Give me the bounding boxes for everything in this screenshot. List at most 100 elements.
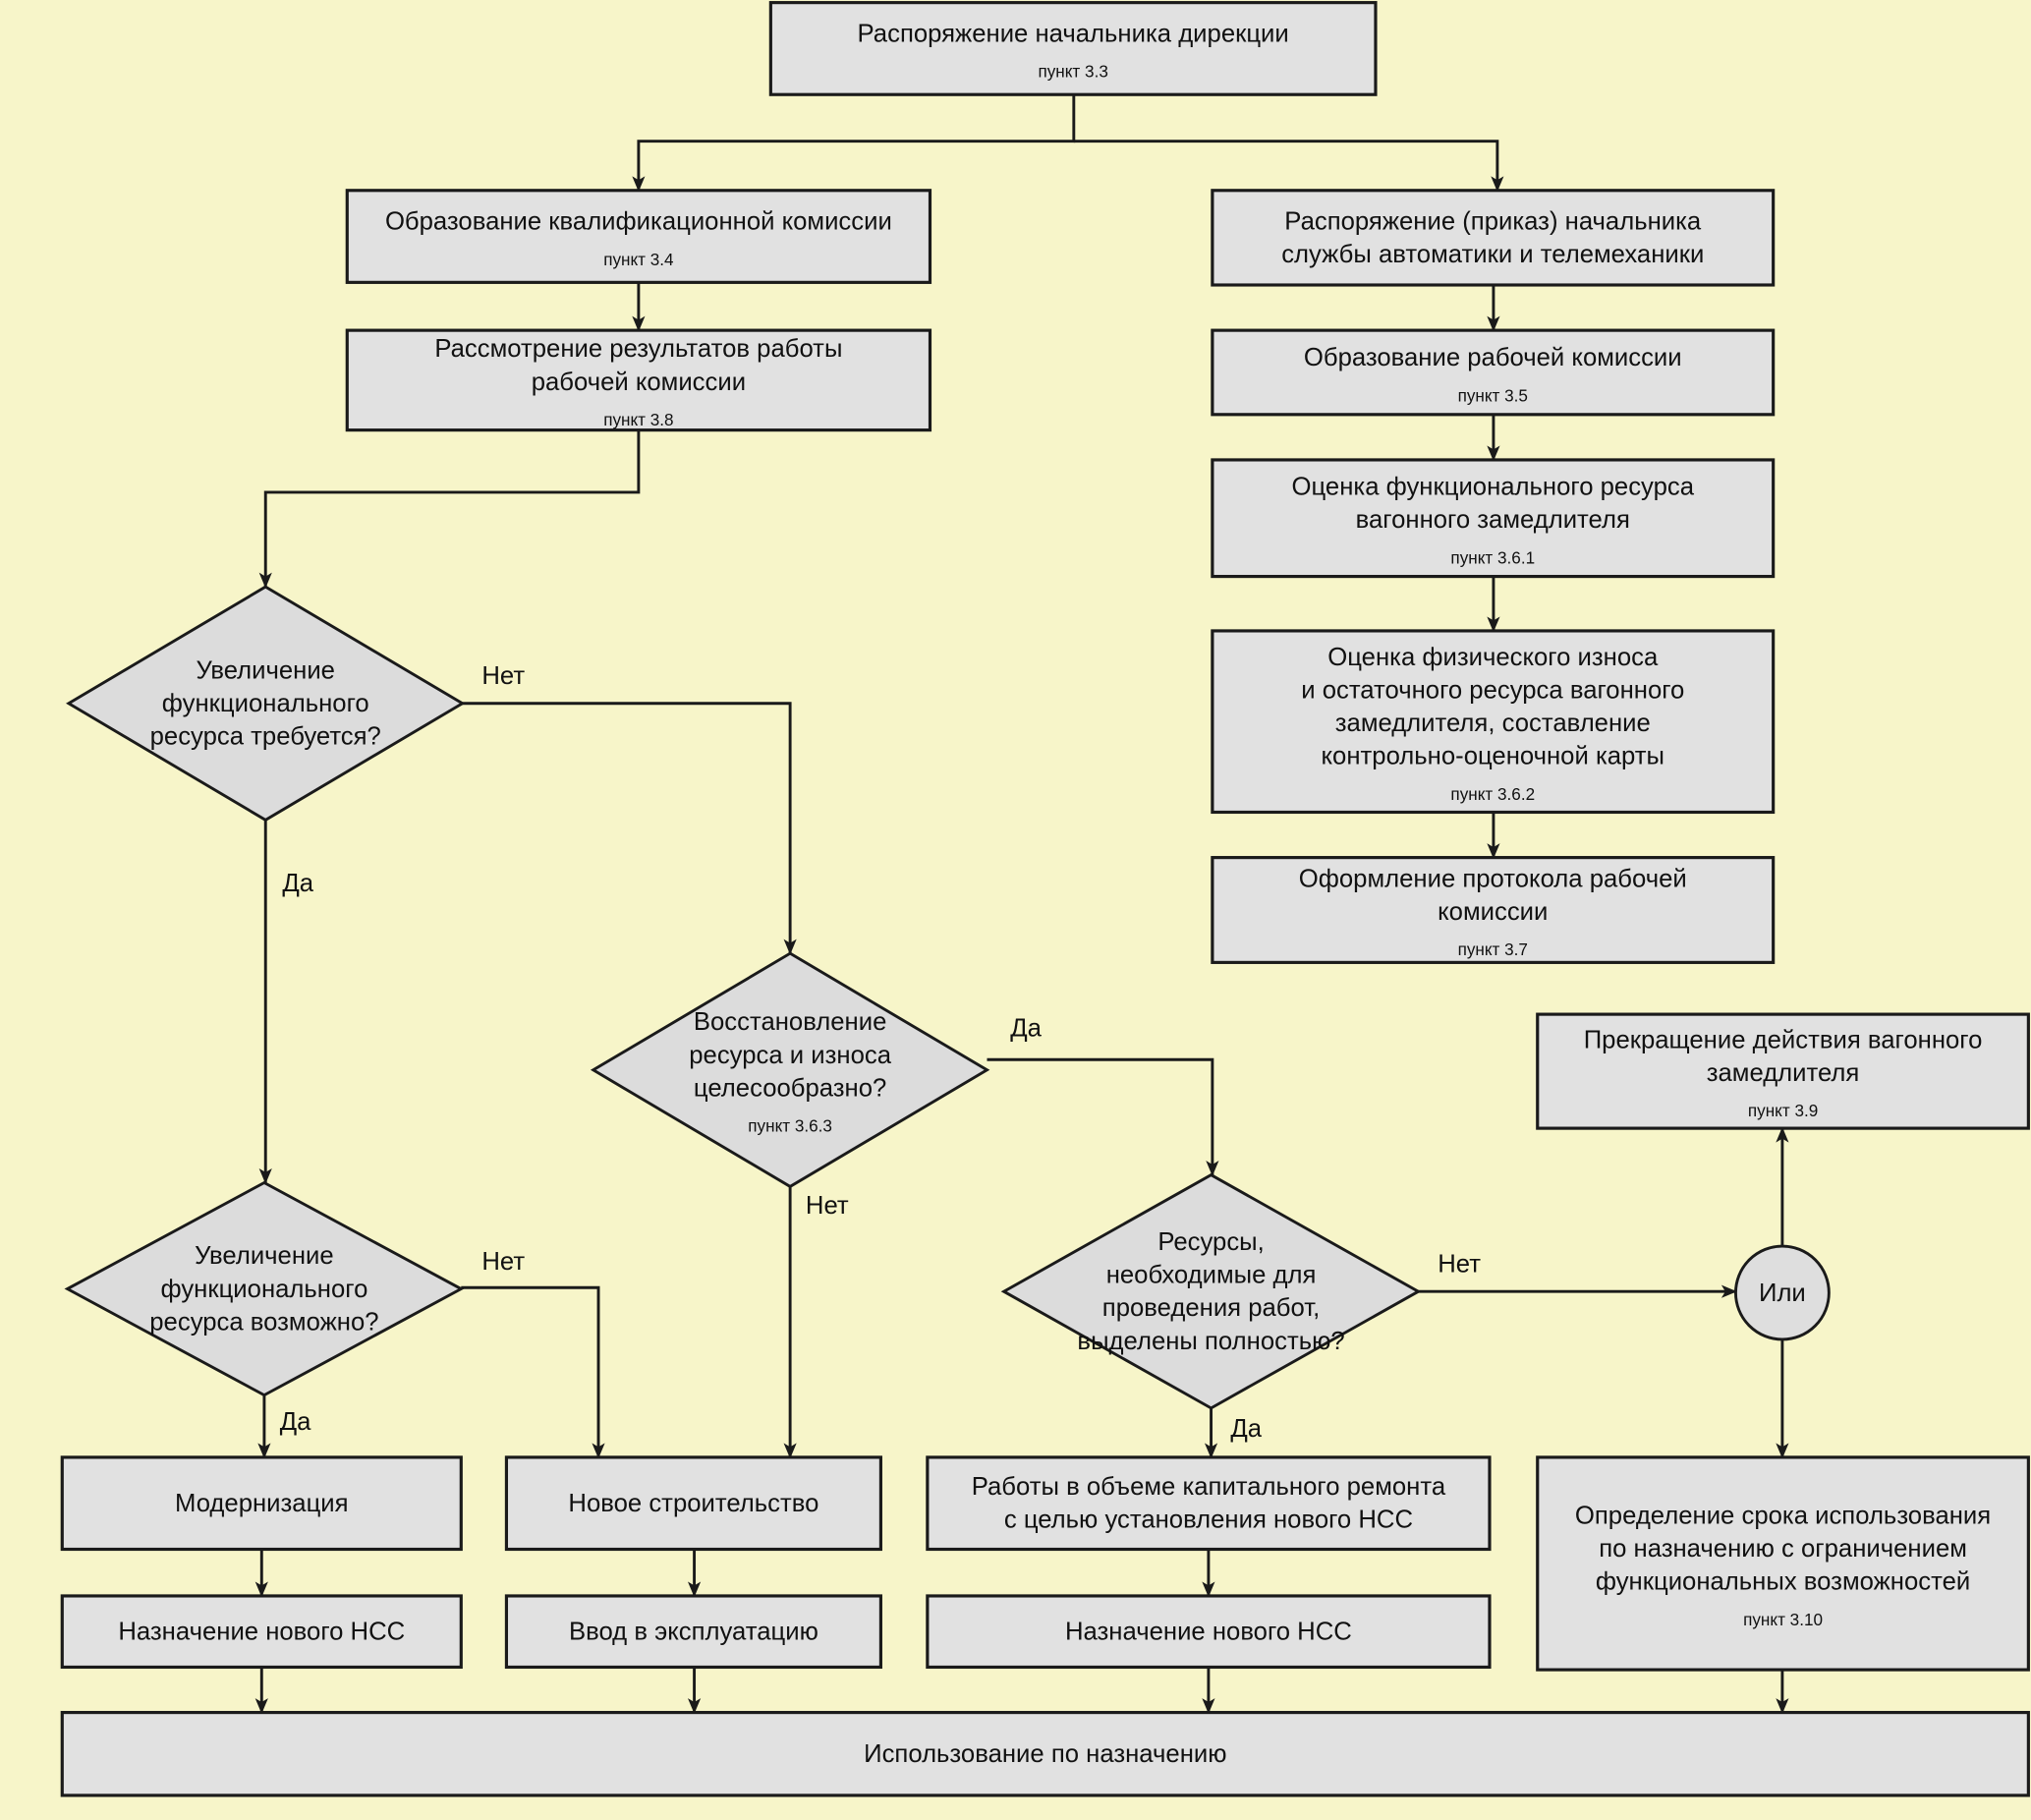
process-box-n_modern: Модернизация [60,1455,463,1552]
clause-reference: пункт 3.4 [603,250,674,269]
node-text-line: службы автоматики и телемеханики [1281,241,1704,268]
node-text-line: Определение срока использования [1575,1502,1991,1529]
node-text-line: и остаточного ресурса вагонного [1301,676,1684,704]
box-shape [60,1594,463,1670]
process-box-n_nss2: Назначение нового НСС [926,1594,1492,1670]
edge-label: Нет [806,1192,849,1220]
node-text-line: Ресурсы, [1157,1228,1264,1256]
box-shape [504,1455,882,1552]
node-text-line: Оценка физического износа [1327,644,1659,671]
node-text-line: замедлителя, составление [1335,710,1651,737]
process-box-n_top: Распоряжение начальника дирекции пункт 3.… [768,1,1378,96]
node-text-line: Оценка функционального ресурса [1292,474,1695,501]
process-box-n_kval: Образование квалификационной комиссиипун… [345,189,932,284]
edge-d_required-to-d_restore [462,702,797,955]
box-shape [1211,328,1776,417]
connector-c_or: Или [1733,1244,1831,1341]
edge-n_rass-to-d_required [258,429,641,589]
node-text-line: с целью установления нового НСС [1004,1507,1413,1534]
node-text-line: Увеличение [196,656,335,684]
edge-label: Да [1230,1415,1262,1443]
edge-d_possible-to-n_newbuild [461,1285,605,1459]
decision-d_required: Увеличение функционального ресурса требует… [66,585,466,823]
node-text-line: проведения работ, [1102,1294,1320,1322]
edge-n_top-to-n_prikaz [1073,140,1504,193]
box-shape [504,1594,882,1670]
process-box-n_use: Использование по назначению [60,1711,2030,1797]
node-text-line: замедлителя [1707,1059,1860,1087]
clause-reference: пункт 3.8 [603,410,673,429]
node-text-line: ресурса требуется? [150,723,381,751]
diamond-shape [590,951,990,1189]
clause-reference: пункт 3.10 [1743,1610,1823,1629]
clause-reference: пункт 3.7 [1458,939,1528,959]
node-text-line: выделены полностью? [1077,1328,1344,1355]
box-shape [1211,856,1776,964]
node-text-line: Новое строительство [568,1490,818,1517]
node-text-line: вагонного замедлителя [1356,506,1630,534]
box-shape [1536,1012,2030,1130]
diamond-shape [66,585,466,823]
process-box-n_func: Оценка функционального ресурса вагонного … [1211,458,1776,579]
process-box-n_capital: Работы в объеме капитального ремонта с це… [926,1455,1492,1552]
edges-layer [254,94,1789,1714]
process-box-n_commission: Ввод в эксплуатацию [504,1594,882,1670]
process-box-n_stop: Прекращение действия вагонного замедлител… [1536,1012,2030,1130]
box-shape [345,328,932,432]
edge-label: Нет [1438,1250,1481,1278]
node-text-line: Модернизация [175,1490,349,1517]
box-shape [60,1455,463,1552]
process-box-n_phys: Оценка физического износа и остаточного р… [1211,629,1776,815]
node-text-line: целесообразно? [694,1074,886,1102]
node-text-line: Восстановление [694,1008,887,1036]
node-text-line: Или [1759,1280,1806,1307]
edge-n_top-to-n_kval [632,94,1076,193]
box-shape [345,189,932,284]
process-box-n_rass: Рассмотрение результатов работы рабочей к… [345,328,932,432]
node-text-line: Рассмотрение результатов работы [434,335,842,363]
node-text-line: Распоряжение начальника дирекции [858,21,1289,48]
edge-label: Да [280,1408,311,1436]
node-text-line: Назначение нового НСС [118,1618,405,1645]
node-text-line: Ввод в эксплуатацию [569,1618,818,1645]
clause-reference: пункт 3.9 [1748,1101,1818,1120]
process-box-n_newbuild: Новое строительство [504,1455,882,1552]
process-box-n_prikaz: Распоряжение (приказ) начальника службы а… [1211,189,1776,287]
clause-reference: пункт 3.6.1 [1450,547,1535,567]
node-text-line: ресурса и износа [689,1042,891,1069]
edge-label: Да [282,870,313,897]
node-text-line: Использование по назначению [864,1740,1226,1768]
edge-label: Да [1010,1015,1042,1043]
edge-label: Нет [481,662,525,690]
node-text-line: Прекращение действия вагонного [1584,1026,1983,1053]
clause-reference: пункт 3.6.2 [1450,784,1535,804]
node-text-line: контрольно-оценочной карты [1322,743,1664,770]
box-shape [1211,458,1776,579]
node-text-line: комиссии [1438,898,1548,926]
node-text-line: Работы в объеме капитального ремонта [972,1473,1446,1501]
node-text-line: Образование рабочей комиссии [1304,344,1682,371]
decision-d_restore: Восстановление ресурса и износа целесообра… [590,951,990,1189]
node-text-line: Распоряжение (приказ) начальника [1284,207,1702,235]
clause-reference: пункт 3.3 [1038,62,1107,82]
node-text-line: функционального [162,690,369,717]
box-shape [1211,629,1776,815]
node-text-line: необходимые для [1106,1262,1317,1289]
diamond-shape [1000,1172,1422,1410]
edge-label: Нет [481,1248,525,1276]
node-text-line: рабочей комиссии [532,369,746,396]
box-shape [926,1455,1492,1552]
box-shape [768,1,1378,96]
node-text-line: функциональных возможностей [1596,1568,1970,1596]
node-text-line: Оформление протокола рабочей [1299,865,1687,892]
process-box-n_protokol: Оформление протокола рабочей комиссии пунк… [1211,856,1776,964]
circle-shape [1733,1244,1831,1341]
process-box-n_nss1: Назначение нового НСС [60,1594,463,1670]
decision-d_resources: Ресурсы, необходимые для проведения работ,… [1000,1172,1422,1410]
box-shape [1536,1455,2030,1672]
